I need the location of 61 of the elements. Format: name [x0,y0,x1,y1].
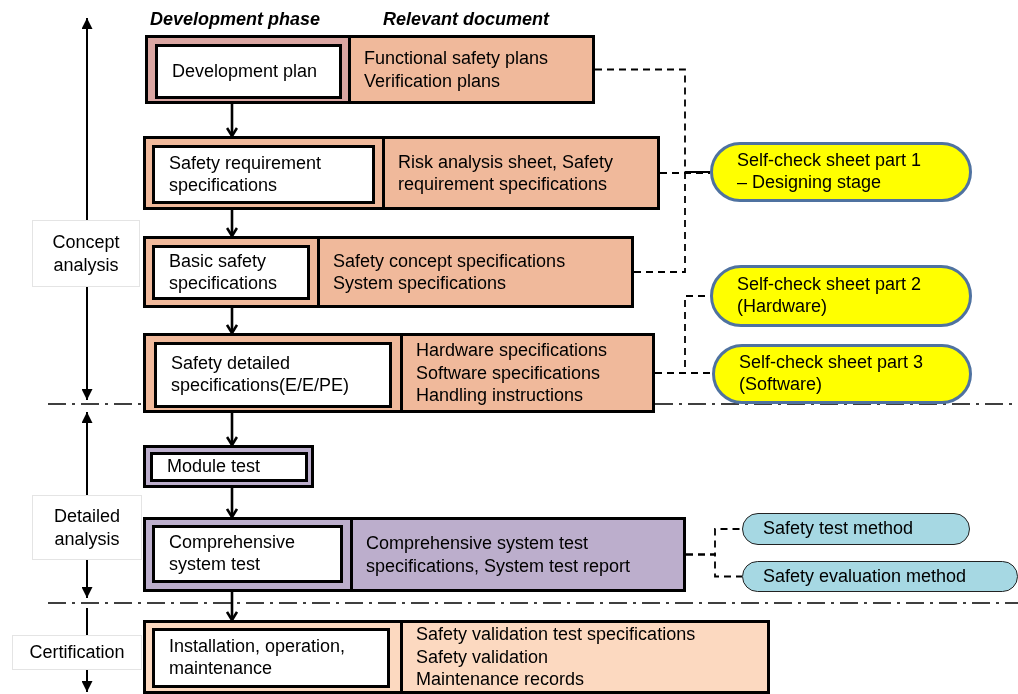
stage-label: Detailed analysis [52,505,121,550]
sheet-name: Self-check sheet part 1 – Designing stage [737,150,923,194]
phase-box [154,342,392,408]
dashed-connector [659,172,711,174]
flow-arrow [225,308,239,335]
stage-label-box [32,220,140,287]
phase-box [152,245,310,300]
flow-arrow [225,488,239,519]
document-text: Safety validation test specifications [416,623,697,646]
column-heading: Relevant document [383,9,550,30]
phase-document-box [143,136,660,210]
self-check-sheet-pill [712,344,972,404]
phase-name: Safety requirement specifications [169,152,323,197]
empty-box [143,445,314,488]
sheet-name: Self-check sheet part 2 (Hardware) [737,274,923,318]
document-text: Hardware specifications [416,339,609,362]
stage-label-box [12,635,142,670]
self-check-sheet-pill [710,142,972,202]
flow-arrow [225,413,239,447]
phase-name: Comprehensive system test [169,532,297,576]
stage-label-box [32,495,142,560]
stage-label: Certification [29,641,125,664]
phase-document-box [143,517,686,592]
document-text: Maintenance records [416,668,586,691]
method-pill [742,513,970,545]
phase-document-box [145,35,595,104]
phase-name: Safety detailed specifications(E/E/PE) [171,353,351,397]
dashed-connector [685,553,743,578]
flow-arrow [225,104,239,138]
document-text: Handling instructions [416,384,585,407]
phase-document-box [143,620,770,694]
phase-box [152,145,375,204]
phase-name: Installation, operation, maintenance [169,636,347,680]
document-text: Risk analysis sheet, Safety requirement specifications [398,150,615,196]
document-text: Safety concept specifications [333,249,567,272]
document-text: Safety validation [416,645,550,669]
column-heading: Development phase [150,9,321,30]
sheet-name: Safety test method [763,518,914,540]
sheet-name: Self-check sheet part 3 (Software) [739,352,925,396]
phase-box [150,452,308,482]
phase-name: Module test [167,456,261,478]
dashed-connector [633,171,711,273]
dashed-connector [594,68,711,173]
dashed-connector [654,372,713,374]
sheet-name: Safety evaluation method [763,565,967,588]
stage-label: Concept analysis [51,231,121,276]
phase-document-box [143,236,634,308]
phase-box [155,44,342,99]
document-text: Comprehensive system test specifications, System test report [366,532,632,577]
phase-name: Basic safety specifications [169,250,279,295]
phase-box [152,525,343,583]
document-text: Software specifications [416,361,602,385]
document-text: System specifications [333,272,508,295]
document-text: Verification plans [364,69,502,92]
document-text: Functional safety plans [364,47,550,70]
flow-arrow [225,210,239,238]
phase-box [152,628,390,688]
method-pill [742,561,1018,592]
phase-name: Development plan [172,60,318,83]
flow-arrow [225,592,239,622]
phase-document-box [143,333,655,413]
